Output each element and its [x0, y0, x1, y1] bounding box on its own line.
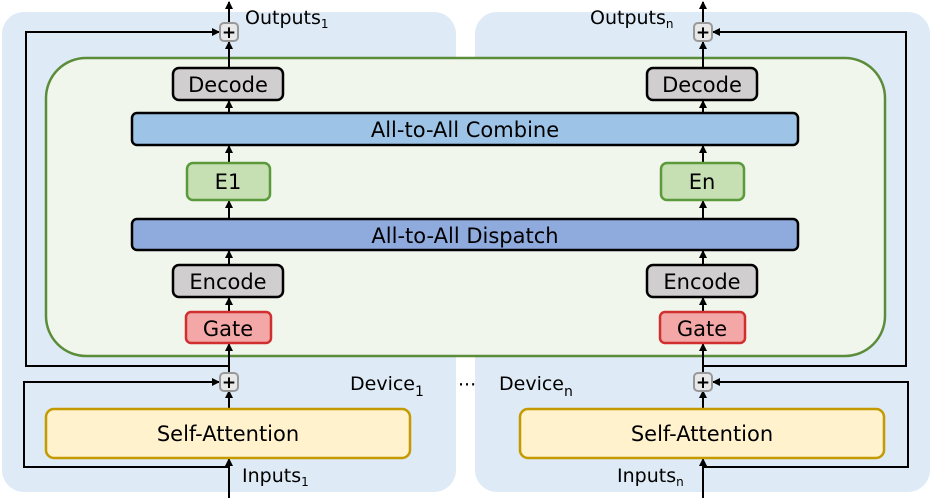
add-node-out-1: +: [219, 22, 239, 43]
gate-box-1: [184, 310, 273, 345]
ellipsis: ···: [458, 374, 476, 396]
inputs-1-label: Inputs1: [242, 465, 309, 489]
gate-label-1: Gate: [203, 317, 253, 341]
decode-box-n: [645, 66, 759, 102]
dispatch-label: All-to-All Dispatch: [371, 224, 558, 248]
self-attention-label-n: Self-Attention: [631, 422, 773, 446]
encode-box-1: [171, 263, 285, 299]
device-1-label: Device1: [350, 373, 424, 400]
expert-e1: [185, 161, 272, 202]
all-to-all-dispatch: [130, 217, 800, 252]
moe-layer-box: [44, 56, 887, 358]
all-to-all-combine: [130, 111, 800, 147]
gate-box-n: [658, 310, 747, 345]
gate-label-n: Gate: [677, 317, 727, 341]
encode-label-1: Encode: [189, 270, 266, 294]
plus-icon: +: [222, 23, 236, 43]
self-attention-box-n: [518, 407, 886, 460]
plus-icon: +: [222, 373, 236, 393]
outputs-1-label: Outputs1: [245, 7, 329, 31]
add-node-out-n: +: [693, 22, 713, 43]
arrows: [23, 1, 909, 498]
combine-label: All-to-All Combine: [371, 118, 559, 142]
self-attention-label-1: Self-Attention: [157, 422, 299, 446]
plus-icon: +: [696, 373, 710, 393]
device-n-label: Devicen: [499, 373, 573, 400]
expert-en-label: En: [689, 170, 716, 194]
expert-e1-label: E1: [215, 170, 242, 194]
expert-en: [659, 161, 746, 202]
add-node-in-1: +: [219, 372, 239, 393]
encode-box-n: [645, 263, 759, 299]
decode-label-n: Decode: [662, 73, 742, 97]
add-node-in-n: +: [693, 372, 713, 393]
inputs-n-label: Inputsn: [617, 465, 684, 489]
decode-label-1: Decode: [188, 73, 268, 97]
decode-box-1: [171, 66, 285, 102]
self-attention-box-1: [44, 407, 412, 460]
encode-label-n: Encode: [663, 270, 740, 294]
outputs-n-label: Outputsn: [590, 7, 674, 31]
plus-icon: +: [696, 23, 710, 43]
